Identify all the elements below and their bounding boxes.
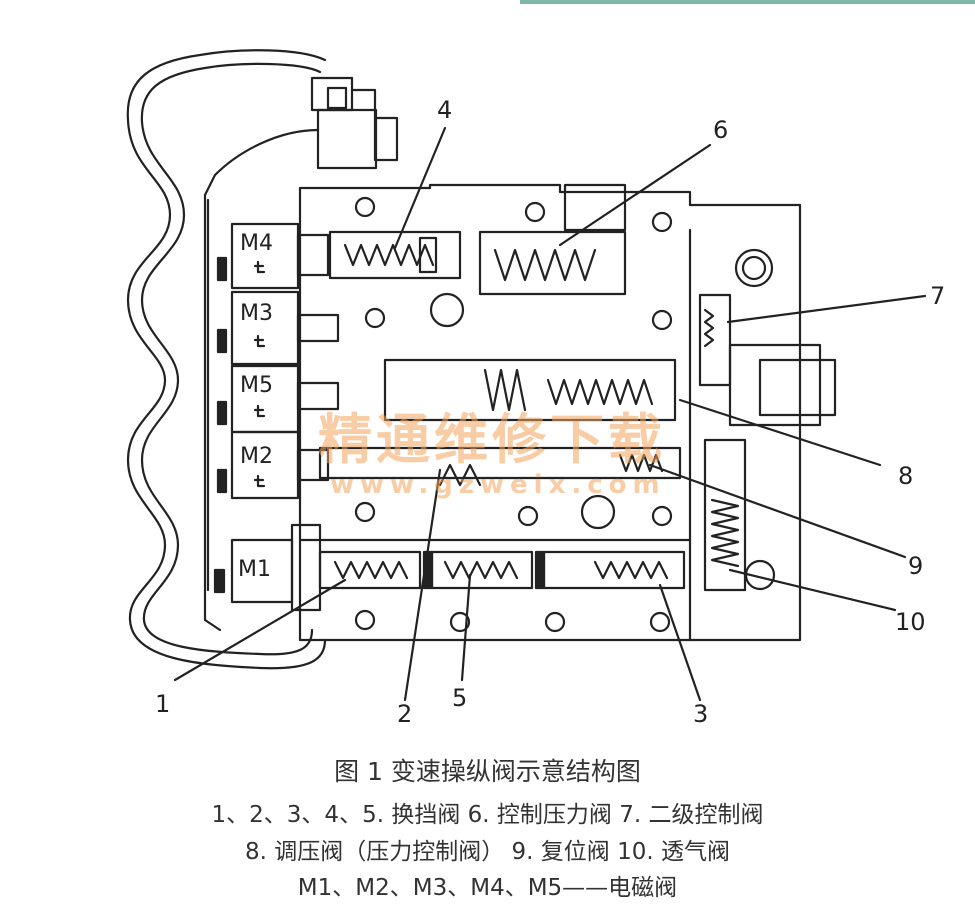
- callout-3: 3: [693, 700, 708, 728]
- leader-7: [726, 294, 927, 324]
- valve-1: [318, 550, 422, 590]
- callout-4: 4: [437, 96, 452, 124]
- valve-4: [328, 230, 462, 280]
- leader-2: [403, 468, 442, 702]
- solenoid-label-m4: M4: [240, 231, 273, 256]
- valve-body: [298, 183, 802, 642]
- solenoid-label-m2: M2: [240, 444, 273, 469]
- callout-2: 2: [397, 700, 412, 728]
- leader-8: [678, 398, 882, 467]
- valve-3: [542, 550, 686, 590]
- leader-5: [460, 573, 472, 682]
- callout-1: 1: [155, 690, 170, 718]
- callout-9: 9: [908, 552, 923, 580]
- wiring-harness-inner: [140, 62, 322, 656]
- valve-10: [703, 438, 747, 592]
- callout-8: 8: [898, 462, 913, 490]
- leader-4: [393, 126, 447, 250]
- leader-10: [728, 568, 897, 612]
- watermark-url: www.gzweix.com: [330, 470, 666, 500]
- callout-7: 7: [930, 282, 945, 310]
- valve-6: [478, 230, 627, 296]
- valve-5: [430, 550, 534, 590]
- callout-10: 10: [895, 608, 926, 636]
- figure-title: 图 1 变速操纵阀示意结构图: [334, 757, 641, 786]
- solenoid-label-m3: M3: [240, 301, 273, 326]
- leader-9: [648, 463, 907, 559]
- caption-line-2: 8. 调压阀（压力控制阀） 9. 复位阀 10. 透气阀: [244, 839, 731, 865]
- leader-6: [558, 143, 712, 247]
- solenoid-label-m1: M1: [238, 557, 271, 582]
- caption-line-1: 1、2、3、4、5. 换挡阀 6. 控制压力阀 7. 二级控制阀: [211, 802, 764, 828]
- leader-3: [658, 583, 702, 702]
- valve-9: [318, 446, 682, 480]
- leader-1: [173, 578, 347, 682]
- solenoid-label-m5: M5: [240, 373, 273, 398]
- wiring-harness-outer: [126, 49, 327, 670]
- callout-6: 6: [713, 116, 728, 144]
- valve-8: [383, 358, 677, 422]
- caption-line-3: M1、M2、M3、M4、M5——电磁阀: [297, 875, 678, 901]
- valve-7: [698, 293, 732, 387]
- callout-5: 5: [452, 684, 467, 712]
- watermark-cn: 精通维修下载: [318, 407, 666, 471]
- top-accent-line: [520, 0, 975, 4]
